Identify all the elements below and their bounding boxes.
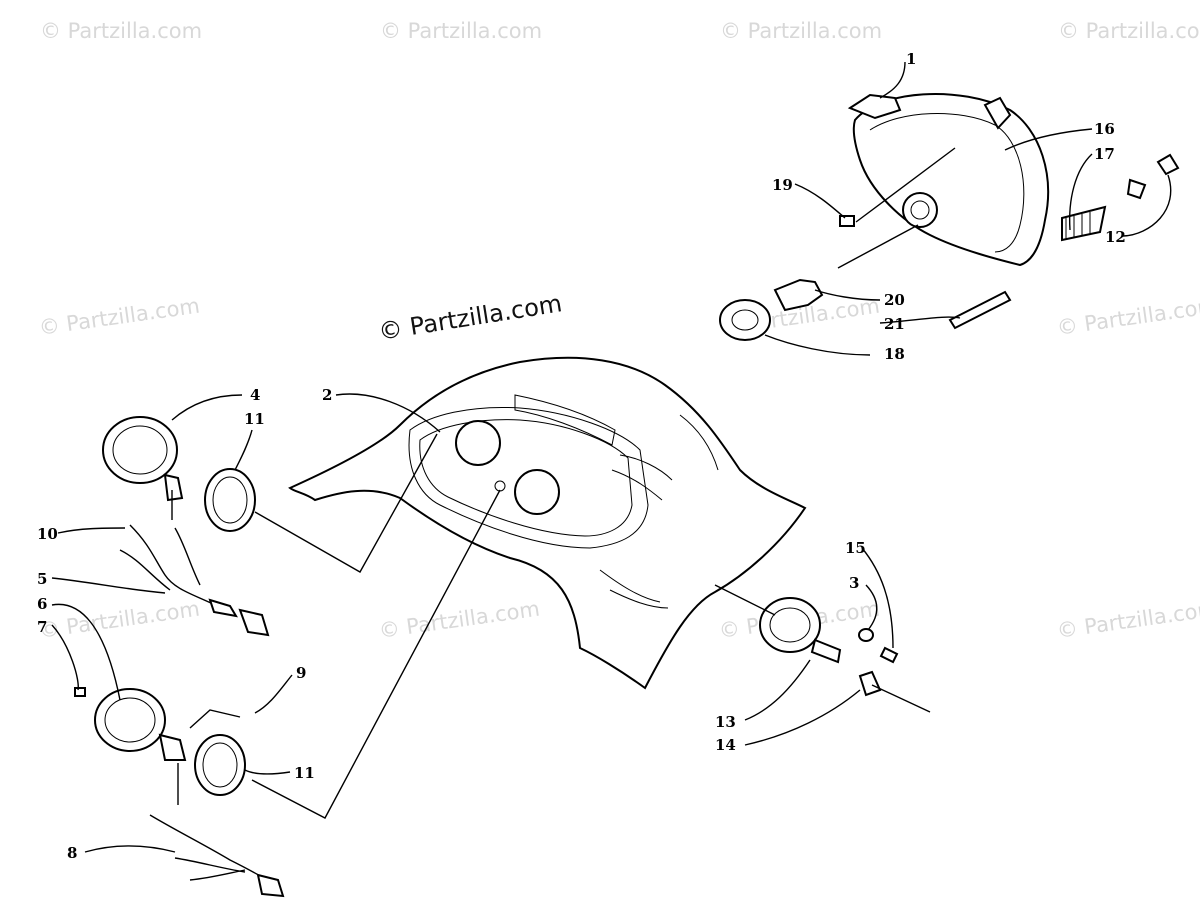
dash-panel [288,356,807,690]
screw-19 [839,215,855,227]
adjuster-nut [1156,153,1180,176]
wiring-harness-8 [149,814,285,898]
gauge-opening-right [514,469,560,515]
callout-21: 21 [884,315,905,333]
watermark-main: © Partzilla.com [377,289,564,346]
watermark: © Partzilla.com [37,294,201,340]
headlight-bracket [847,93,902,120]
watermark: © Partzilla.com [1055,597,1200,643]
headlight-clip [983,96,1012,130]
callout-2: 2 [322,386,332,404]
callout-10: 10 [37,525,58,543]
assembly-lines [171,147,956,819]
callout-18: 18 [884,345,905,363]
callout-8: 8 [67,844,77,862]
callout-19: 19 [772,176,793,194]
callout-15: 15 [845,539,866,557]
watermark: © Partzilla.com [1058,19,1200,43]
callout-7: 7 [37,618,47,636]
bolt-21 [948,290,1012,330]
callout-4: 4 [250,386,260,404]
callout-5: 5 [37,570,47,588]
callout-9: 9 [296,664,306,682]
bulb-socket [902,192,938,228]
watermark: © Partzilla.com [720,19,882,43]
watermark: © Partzilla.com [37,597,201,643]
gauge-opening-left [455,420,501,466]
callout-20: 20 [884,291,905,309]
watermark: © Partzilla.com [377,597,541,643]
bulb-20 [773,278,824,312]
watermark: © Partzilla.com [380,19,542,43]
speedo-drive [759,597,931,713]
retaining-ring-18 [719,299,771,341]
watermark: © Partzilla.com [1055,294,1200,340]
callout-3: 3 [849,574,859,592]
gauge-upper [102,416,256,532]
callout-1: 1 [906,50,916,68]
gauge-lower [74,687,246,796]
callout-11-lower: 11 [294,764,315,782]
callout-16: 16 [1094,120,1115,138]
wiring-harness-10 [119,524,270,637]
callout-11-upper: 11 [244,410,265,428]
adjuster-spring [1061,205,1107,242]
headlight-assembly [719,92,1180,341]
callout-6: 6 [37,595,47,613]
watermark: © Partzilla.com [40,19,202,43]
headlight-housing [852,92,1049,267]
callout-labels: 1 2 3 4 5 6 7 8 9 10 11 11 12 13 14 15 1… [37,50,1126,862]
callout-13: 13 [715,713,736,731]
callout-14: 14 [715,736,736,754]
callout-12: 12 [1105,228,1126,246]
callout-17: 17 [1094,145,1115,163]
screw-7 [74,687,86,697]
leader-lines [51,61,1172,853]
